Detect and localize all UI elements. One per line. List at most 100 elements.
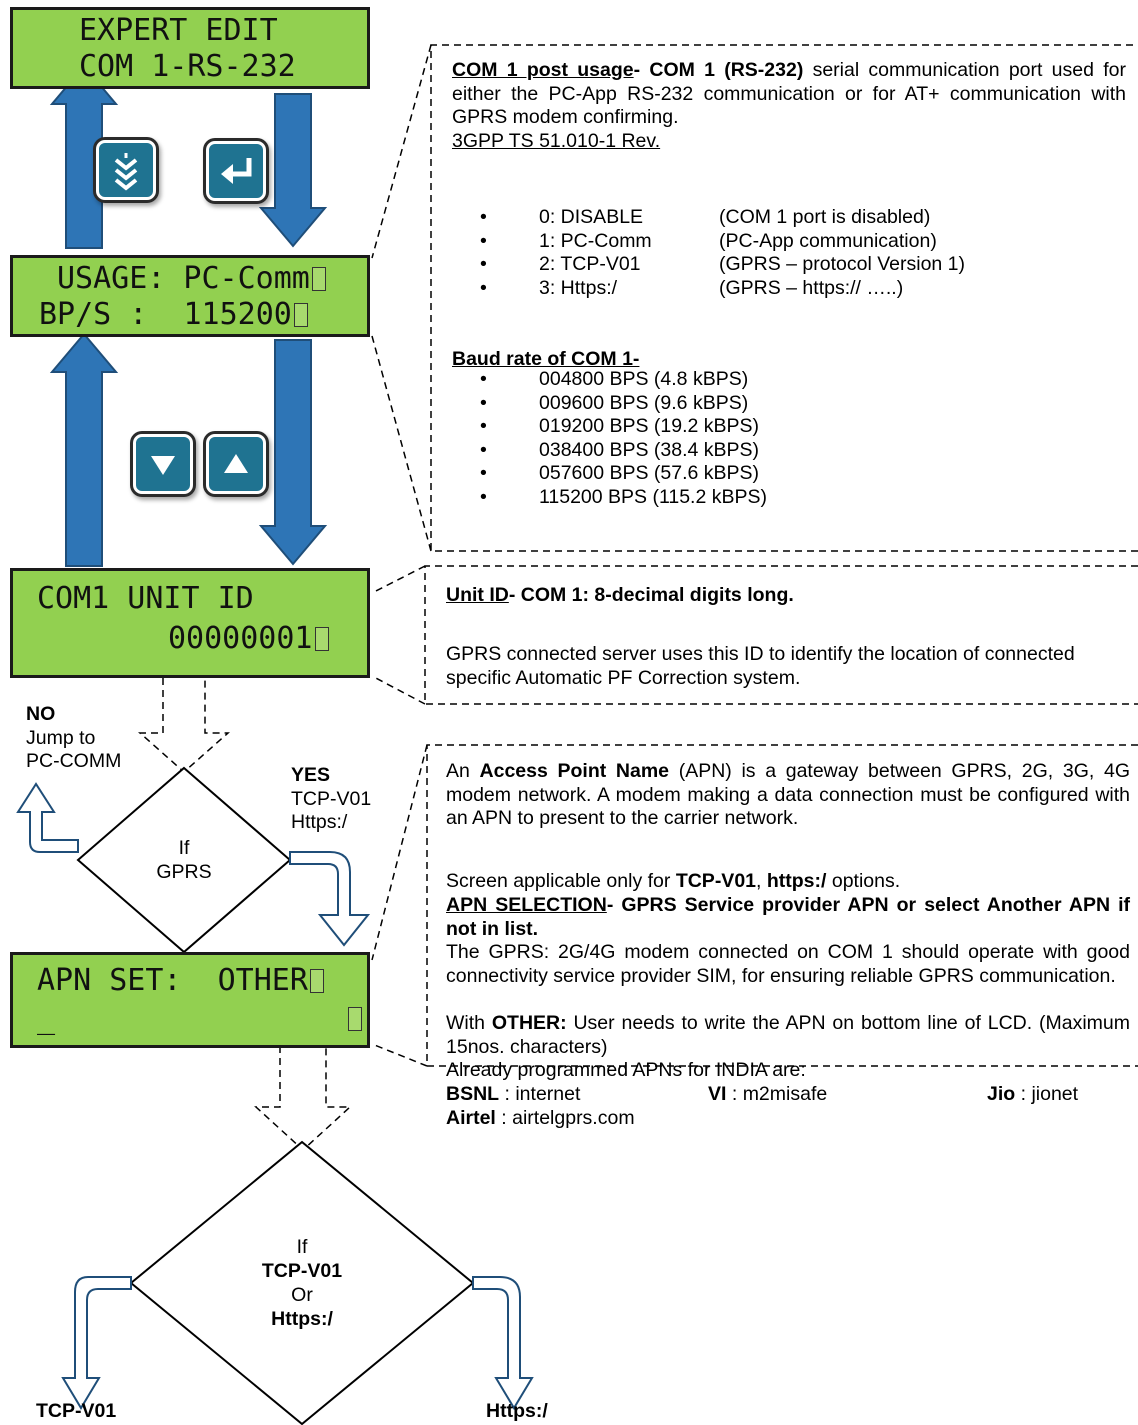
baud-rate: 004800 BPS (4.8 kBPS) — [539, 368, 749, 390]
apn-note-paragraph-1: An Access Point Name (APN) is a gateway … — [446, 760, 1130, 831]
text: With — [446, 1012, 492, 1034]
lcd-line-1: APN SET: OTHER — [37, 963, 324, 999]
enter-button[interactable] — [206, 141, 266, 201]
com1-note-paragraph: COM 1 post usage- COM 1 (RS-232) serial … — [452, 59, 1126, 130]
unit-note-text: GPRS connected server uses this ID to id… — [446, 643, 1075, 689]
baud-rate: 019200 BPS (19.2 kBPS) — [539, 415, 760, 437]
apn-value: : internet — [499, 1083, 581, 1105]
list-item: •1: PC-Comm(PC-App communication) — [480, 229, 937, 252]
option-code: 0: DISABLE — [539, 206, 644, 228]
list-item: •115200 BPS (115.2 kBPS) — [480, 485, 768, 508]
baud-rate: 057600 BPS (57.6 kBPS) — [539, 462, 760, 484]
list-item: •019200 BPS (19.2 kBPS) — [480, 415, 760, 437]
lcd-expert-edit: EXPERT EDIT COM 1-RS-232 — [10, 7, 370, 89]
lcd-line-2: _ — [37, 1001, 362, 1037]
standard-reference: 3GPP TS 51.010-1 Rev. — [452, 130, 661, 152]
lcd-apn-set: APN SET: OTHER _ — [10, 952, 370, 1048]
option-code: 1: PC-Comm — [539, 229, 652, 252]
com1-note-heading-rest: - COM 1 (RS-232) — [633, 59, 804, 81]
cursor-marker — [311, 267, 326, 291]
tcp-output-label: TCP-V01 — [36, 1400, 116, 1424]
list-item: •0: DISABLE(COM 1 port is disabled) — [480, 206, 931, 228]
yes-text-2: Https:/ — [291, 811, 348, 833]
decision-if: If — [296, 1236, 308, 1258]
text: An — [446, 760, 480, 782]
unit-heading-rest: - COM 1: 8-decimal digits long. — [508, 584, 794, 606]
list-item: •038400 BPS (38.4 kBPS) — [480, 438, 760, 461]
yes-text-1: TCP-V01 — [291, 787, 372, 810]
option-code: 2: TCP-V01 — [539, 253, 641, 275]
text: Screen applicable only for — [446, 870, 676, 892]
lcd-baud-text: BP/S : 115200 — [39, 297, 292, 332]
apn-note-paragraph-6: Already programmed APNs for INDIA are: — [446, 1059, 806, 1081]
com1-note-text: serial communication port used for eithe… — [452, 59, 1126, 128]
other-term: OTHER: — [491, 1012, 567, 1034]
decision-tcp: TCP-V01 — [261, 1260, 343, 1282]
arrow-up-usage — [49, 332, 119, 567]
apn-provider: Jio — [987, 1083, 1016, 1105]
tcp-exit-arrow — [61, 1276, 132, 1410]
usage-option-list: •0: DISABLE(COM 1 port is disabled) •1: … — [480, 206, 1120, 300]
baud-heading: Baud rate of COM 1- — [452, 348, 639, 372]
apn-value: : jionet — [1015, 1083, 1079, 1105]
no-label: NO — [26, 703, 56, 725]
tcp-output-text: TCP-V01 — [36, 1400, 117, 1422]
cursor-marker — [314, 627, 329, 651]
list-item: •2: TCP-V01(GPRS – protocol Version 1) — [480, 253, 966, 275]
text: options. — [826, 870, 901, 892]
dashed-arrow-unit-to-gprs — [138, 678, 230, 774]
text: , — [756, 870, 767, 892]
tcp-https-decision-diamond — [129, 1140, 475, 1425]
https-term: https:/ — [766, 870, 827, 892]
enter-return-icon — [221, 158, 252, 184]
text: (APN) is a gateway between GPRS, 2G, 3G,… — [446, 760, 1130, 829]
down-button[interactable] — [133, 434, 193, 494]
no-text-2: PC-COMM — [26, 750, 122, 772]
lcd-usage-text: USAGE: PC-Comm — [57, 261, 310, 296]
unit-note-heading: Unit ID- COM 1: 8-decimal digits long. — [446, 584, 794, 608]
no-text-1: Jump to — [26, 726, 96, 749]
baud-rate: 009600 BPS (9.6 kBPS) — [539, 391, 749, 414]
option-desc: (COM 1 port is disabled) — [719, 206, 931, 228]
baud-rate: 115200 BPS (115.2 kBPS) — [539, 485, 768, 508]
apn-value: : m2misafe — [726, 1083, 828, 1105]
apn-note-paragraph-4: The GPRS: 2G/4G modem connected on COM 1… — [446, 941, 1130, 987]
gprs-if: If — [178, 837, 190, 859]
https-output-text: Https:/ — [486, 1400, 548, 1422]
arrow-down-usage — [258, 93, 328, 248]
arrow-down-unit — [258, 339, 328, 566]
lcd-apn-text: APN SET: OTHER — [37, 963, 308, 998]
gprs-word: GPRS — [156, 861, 212, 883]
list-item: •004800 BPS (4.8 kBPS) — [480, 368, 749, 390]
apn-provider: Airtel — [446, 1107, 496, 1129]
https-output-label: Https:/ — [486, 1400, 548, 1424]
apn-term: Access Point Name — [479, 760, 670, 782]
apn-selection-heading: APN SELECTION- GPRS Service provider APN… — [446, 894, 1130, 941]
decision-or: Or — [291, 1284, 313, 1306]
option-desc: (PC-App communication) — [719, 229, 937, 252]
baud-rate-list: •004800 BPS (4.8 kBPS) •009600 BPS (9.6 … — [480, 368, 1080, 509]
option-desc: (GPRS – protocol Version 1) — [719, 253, 966, 275]
https-exit-arrow — [472, 1276, 534, 1410]
list-item: •057600 BPS (57.6 kBPS) — [480, 462, 760, 484]
apn-note-paragraph-2: Screen applicable only for TCP-V01, http… — [446, 870, 1130, 894]
dashed-arrow-apn-to-decision — [254, 1046, 352, 1152]
cursor-marker — [309, 969, 324, 993]
lcd-line-1: COM1 UNIT ID — [37, 581, 254, 616]
up-button[interactable] — [206, 434, 266, 494]
apn-entry: Jio : jionet — [987, 1083, 1078, 1107]
lcd-usage: USAGE: PC-Comm BP/S : 115200 — [10, 255, 370, 337]
list-item: •009600 BPS (9.6 kBPS) — [480, 391, 749, 414]
lcd-line-2: COM 1-RS-232 — [79, 49, 296, 84]
cursor-marker — [293, 303, 308, 327]
page-down-button[interactable] — [96, 140, 156, 200]
unit-heading-u: Unit ID — [446, 584, 509, 606]
baud-heading-text: Baud rate of COM 1- — [452, 348, 640, 370]
lcd-line-2: 00000001 — [168, 621, 329, 657]
yes-label: YES — [291, 764, 331, 786]
option-desc: (GPRS – https:// …..) — [719, 276, 904, 299]
lcd-line-1: EXPERT EDIT — [79, 13, 278, 48]
apn-entry: Airtel : airtelgprs.com — [446, 1107, 635, 1131]
unit-note-callout — [371, 565, 1138, 705]
